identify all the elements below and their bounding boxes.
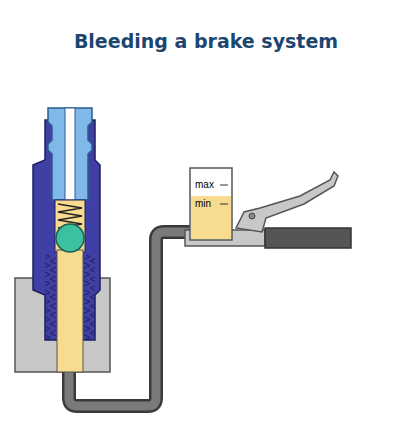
lever-pivot: [249, 213, 255, 219]
min-mark: [220, 204, 228, 205]
check-ball: [56, 224, 84, 252]
nipple-bore: [65, 108, 75, 200]
reservoir-fluid: [191, 196, 231, 239]
max-mark: [220, 185, 228, 186]
bleed-nipple: [48, 108, 92, 200]
fluid-reservoir: [190, 168, 232, 240]
valve-chamber: [55, 200, 85, 252]
fluid-channel: [57, 250, 83, 372]
handlebar-grip: [265, 228, 351, 248]
brake-lever: [236, 172, 338, 232]
level-label: max: [195, 180, 214, 190]
diagram-title: Bleeding a brake system: [74, 30, 338, 52]
level-label: min: [195, 199, 211, 209]
